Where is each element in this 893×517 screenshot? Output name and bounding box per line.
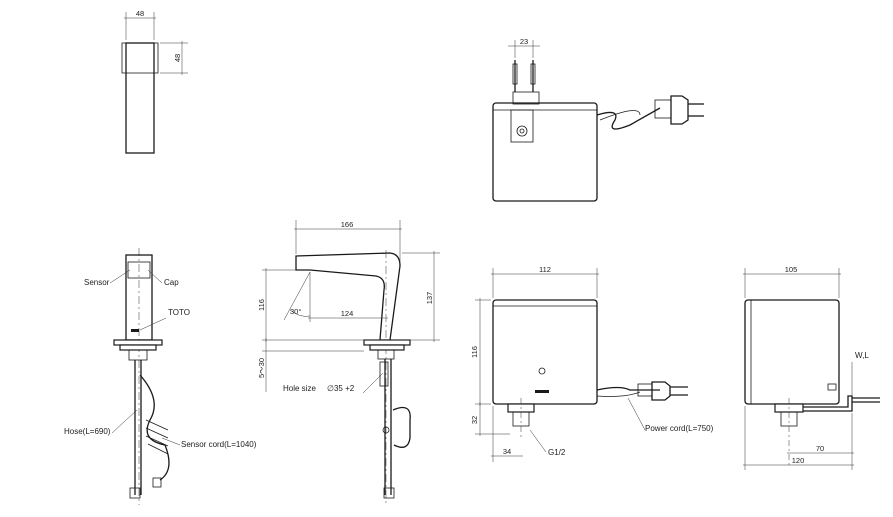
top-depth-dim: 48 [173,54,182,62]
box-offset-dim: 34 [503,447,511,456]
box-width-dim: 112 [539,265,551,274]
side-box-total-dim: 120 [792,456,805,465]
toto-label: TOTO [168,308,190,317]
hose-label: Hose(L=690) [64,427,111,436]
side-reach-dim: 124 [341,309,354,318]
box-pin-dim: 23 [520,37,528,46]
control-box-side-view: 105 120 70 W,L [743,265,880,470]
control-box-front-view: 112 116 32 34 G1/2 Power cord(L=750) [470,265,714,462]
faucet-side-view: 166 137 116 124 30° 5～30 Hole size ∅35 +… [257,220,440,505]
sensor-label: Sensor [84,278,110,287]
control-box-top-view: 23 [492,37,704,202]
side-length-dim: 166 [341,220,354,229]
box-bottom-dim: 32 [470,416,479,424]
cap-label: Cap [164,278,179,287]
side-box-offset-dim: 70 [816,444,824,453]
thread-label: G1/2 [548,448,566,457]
side-deck-dim: 5～30 [257,358,266,378]
power-cord-label: Power cord(L=750) [645,424,714,433]
hole-size-value: ∅35 +2 [327,384,355,393]
side-angle-dim: 30° [290,307,301,316]
faucet-front-view: Sensor Cap TOTO Hose(L=690) Sensor cord(… [64,248,257,505]
side-spout-height-dim: 116 [257,299,266,311]
wl-label: W,L [855,351,869,360]
box-height-dim: 116 [470,346,479,358]
faucet-top-view: 48 48 [121,9,188,154]
top-width-dim: 48 [136,9,144,18]
hole-size-label: Hole size [283,384,316,393]
side-box-width-dim: 105 [785,265,798,274]
sensor-cord-label: Sensor cord(L=1040) [181,440,257,449]
side-height-dim: 137 [425,292,434,305]
